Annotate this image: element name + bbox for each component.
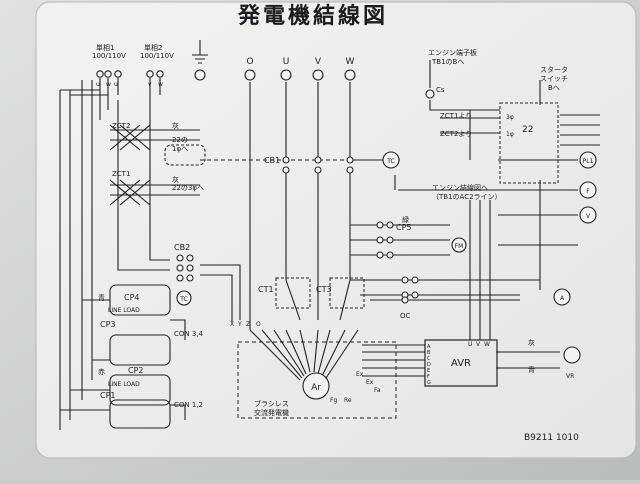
a-meter-label: A: [560, 295, 565, 302]
phase-terminal-label: V: [315, 57, 322, 67]
fg-label: Fg: [330, 397, 337, 404]
winding-label-3: O: [256, 321, 261, 328]
avr-input-5: F: [427, 374, 430, 380]
cp-blocks: [109, 284, 171, 429]
engine-wiring-line2: （TB1のAC2ライン）: [432, 193, 502, 201]
page-title: 発電機結線図: [238, 4, 389, 29]
supply-left-voltage: 100/110V: [92, 52, 126, 60]
zct1-label: ZCT1: [112, 170, 130, 178]
v-meter-label: V: [586, 213, 591, 220]
cp3-label: CP3: [100, 320, 116, 329]
nameplate: [35, 1, 637, 459]
tc2-label: TC: [179, 296, 188, 303]
terminal-v: v: [148, 81, 152, 88]
relay-pin-3phase: 3φ: [506, 114, 514, 121]
avr-input-3: D: [427, 362, 431, 368]
oc-label: OC: [400, 312, 411, 320]
ct3-box: [329, 277, 365, 309]
wire-color-blue: 青: [98, 293, 105, 302]
ct3-label: CT3: [316, 285, 332, 294]
cp1-label: CP1: [100, 391, 116, 400]
ex-label-1: Ex: [356, 371, 364, 378]
tc-label: TC: [386, 158, 395, 165]
generator-caption1: ブラシレス: [254, 399, 289, 408]
avr-pin-v: V: [476, 341, 481, 348]
f-meter-label: F: [586, 188, 590, 195]
zct2-label: ZCT2: [112, 122, 130, 130]
generator-caption2: 交流発電機: [254, 408, 289, 417]
rotor-label: Ar: [311, 383, 321, 393]
wire-color-blue2: 青: [528, 365, 535, 374]
supply-left-label: 単相1: [96, 43, 114, 52]
avr-pin-u: U: [468, 341, 472, 348]
ct1-box: [275, 277, 311, 309]
supply-right-voltage: 100/110V: [140, 52, 174, 60]
relay-22-box: [499, 102, 559, 184]
meter-circles: [176, 151, 597, 400]
terminal-u: u: [96, 81, 100, 88]
relay-number: 22: [522, 125, 533, 135]
avr-input-2: C: [427, 356, 431, 362]
relay-zct1-input: ZCT1より: [440, 112, 472, 120]
starter-line1: スタータ: [540, 65, 568, 74]
diagram-code: B9211 1010: [524, 433, 579, 443]
cb2-label: CB2: [174, 243, 190, 252]
engine-terminal-sub: TB1のBへ: [431, 58, 464, 66]
cs-label: Cs: [436, 86, 445, 94]
re-label: Re: [344, 397, 352, 404]
line-load-4: LINE LOAD: [108, 307, 140, 314]
avr-input-1: B: [427, 350, 431, 356]
engine-wiring-line1: エンジン結線図へ: [432, 183, 488, 192]
zct2-note-top: 灰: [172, 121, 179, 130]
zct-coils: [109, 124, 206, 206]
avr-input-4: E: [427, 368, 430, 374]
pl1-label: PL1: [583, 158, 594, 165]
starter-line3: Bへ: [548, 84, 560, 92]
avr-label: AVR: [451, 358, 471, 369]
avr-input-6: G: [427, 380, 431, 386]
con-1-2-label: CON 1,2: [174, 401, 203, 409]
cp5-label: CP5: [396, 223, 412, 232]
avr-pin-w: W: [484, 341, 490, 348]
wire-color-green: 緑: [402, 215, 409, 224]
terminal-w2: w: [158, 81, 163, 88]
zct1-note-mid: 22の3φへ: [172, 184, 204, 192]
wire-color-red: 赤: [98, 368, 105, 376]
supply-right-label: 単相2: [144, 43, 162, 52]
generator-box: [237, 341, 397, 419]
vr-label: VR: [566, 373, 574, 380]
phase-terminal-label: U: [283, 57, 290, 67]
fm-label: FM: [455, 243, 464, 250]
zct2-note-mid2: 1φへ: [172, 145, 188, 153]
wires: [59, 40, 600, 430]
terminal-w: w: [106, 81, 111, 88]
phase-terminal-label: O: [246, 57, 253, 67]
ex-label-2: Ex: [366, 379, 374, 386]
ct1-label: CT1: [258, 285, 274, 294]
phase-terminal-label: W: [346, 57, 355, 67]
zct1-note-top: 灰: [172, 175, 179, 184]
line-load-2: LINE LOAD: [108, 381, 140, 388]
starter-line2: スイッチ: [540, 75, 568, 83]
winding-label-1: Y: [237, 321, 242, 328]
terminals: [96, 69, 435, 304]
relay-pin-1phase: 1φ: [506, 131, 514, 138]
winding-label-0: X: [230, 321, 234, 328]
terminal-u2: u: [114, 81, 118, 88]
avr-box: [424, 339, 498, 387]
engine-terminal-title: エンジン端子板: [428, 48, 477, 57]
relay-zct2-input: ZCT2より: [440, 130, 472, 138]
cp2-label: CP2: [128, 366, 144, 375]
winding-label-2: Z: [246, 321, 250, 328]
wire-color-gray: 灰: [528, 338, 535, 347]
zct2-note-mid: 22の: [172, 136, 188, 144]
cb1-label: CB1: [264, 156, 280, 165]
con-3-4-label: CON 3,4: [174, 330, 204, 338]
avr-input-0: A: [427, 344, 431, 350]
cp4-label: CP4: [124, 293, 140, 302]
fa-label: Fa: [374, 387, 381, 394]
